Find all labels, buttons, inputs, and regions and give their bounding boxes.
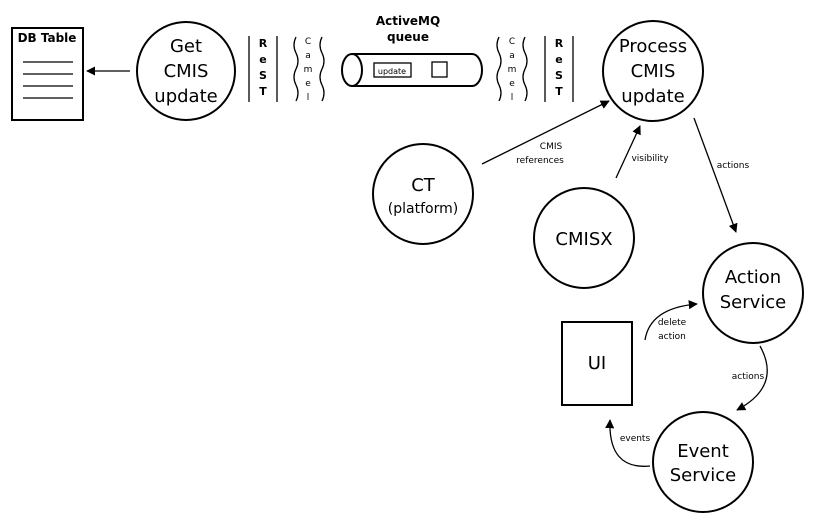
camel-letter: e <box>305 79 311 89</box>
camel-adapter-right: C a m e l <box>496 36 528 103</box>
rest-letter: T <box>259 85 267 98</box>
process-cmis-update-label: CMIS <box>631 61 676 82</box>
get-cmis-update-circle <box>136 21 236 121</box>
queue-title: ActiveMQ <box>376 14 440 28</box>
edge-event-to-ui <box>605 419 651 467</box>
edge-ui-to-action <box>644 300 698 341</box>
ct-label: CT <box>411 175 436 196</box>
action-service-node: Action Service <box>702 242 804 344</box>
rest-adapter-left: R e S T <box>248 36 278 102</box>
edge-label-delete-action: delete <box>658 318 687 328</box>
camel-wavy-line <box>319 36 325 102</box>
queue-empty-slot <box>431 61 448 78</box>
activemq-queue: ActiveMQ queue update <box>341 14 483 87</box>
edge-label-cmis-references: references <box>516 156 564 166</box>
queue-message-box <box>373 62 412 78</box>
get-cmis-update-label: Get <box>170 36 202 57</box>
edge-label-actions: actions <box>717 161 750 171</box>
process-cmis-update-node: Process CMIS update <box>602 20 704 122</box>
ui-box <box>561 321 633 406</box>
event-service-label: Event <box>677 441 729 462</box>
queue-cylinder-end <box>341 53 363 87</box>
camel-letter: m <box>508 65 517 75</box>
db-table-box <box>11 27 84 121</box>
action-service-label: Action <box>725 267 781 288</box>
ct-platform-circle <box>372 143 474 245</box>
ui-label: UI <box>588 353 606 374</box>
camel-letter: l <box>307 93 310 103</box>
camel-letter: e <box>509 79 515 89</box>
rest-letter: T <box>555 85 563 98</box>
rest-adapter-right: R e S T <box>544 36 574 102</box>
rest-letter: e <box>555 53 562 66</box>
queue-message-label: update <box>378 67 406 76</box>
rest-letter: S <box>259 69 267 82</box>
cmisx-label: CMISX <box>555 229 612 250</box>
queue-cylinder-body <box>352 53 483 87</box>
camel-letter: a <box>509 51 515 61</box>
edge-label-actions-2: actions <box>732 372 765 382</box>
camel-wavy-line <box>293 36 299 102</box>
cmisx-circle <box>533 187 635 289</box>
edge-process-to-action <box>693 117 738 233</box>
camel-letter: m <box>304 65 313 75</box>
camel-letter: a <box>305 51 311 61</box>
event-service-node: Event Service <box>652 411 754 513</box>
edge-ct-to-process <box>481 100 610 165</box>
camel-wavy-line <box>496 36 502 102</box>
event-service-label: Service <box>670 465 737 486</box>
get-cmis-update-label: update <box>154 86 217 107</box>
camel-letter: C <box>509 37 515 47</box>
cmisx-node: CMISX <box>533 187 635 289</box>
ct-sublabel: (platform) <box>388 201 458 217</box>
event-service-circle <box>652 411 754 513</box>
edge-label-delete-action: action <box>658 332 686 342</box>
db-table: DB Table <box>11 27 84 121</box>
action-service-circle <box>702 242 804 344</box>
edge-label-cmis-references: CMIS <box>540 142 563 152</box>
camel-wavy-line <box>522 36 528 102</box>
edge-label-visibility: visibility <box>631 154 669 164</box>
ui-node: UI <box>561 321 633 406</box>
queue-title: queue <box>387 30 429 44</box>
db-table-title: DB Table <box>18 31 77 45</box>
camel-letter: l <box>511 93 514 103</box>
process-cmis-update-label: Process <box>619 36 687 57</box>
camel-adapter-left: C a m e l <box>293 36 325 103</box>
camel-letter: C <box>305 37 311 47</box>
process-cmis-update-circle <box>602 20 704 122</box>
rest-letter: S <box>555 69 563 82</box>
action-service-label: Service <box>720 292 787 313</box>
edge-cmisx-to-process <box>615 125 641 179</box>
get-cmis-update-label: CMIS <box>164 61 209 82</box>
process-cmis-update-label: update <box>621 86 684 107</box>
ct-platform-node: CT (platform) <box>372 143 474 245</box>
edge-label-events: events <box>620 434 651 444</box>
rest-letter: R <box>555 37 564 50</box>
get-cmis-update-node: Get CMIS update <box>136 21 236 121</box>
edge-action-to-event <box>736 345 768 411</box>
rest-letter: R <box>259 37 268 50</box>
rest-letter: e <box>259 53 266 66</box>
